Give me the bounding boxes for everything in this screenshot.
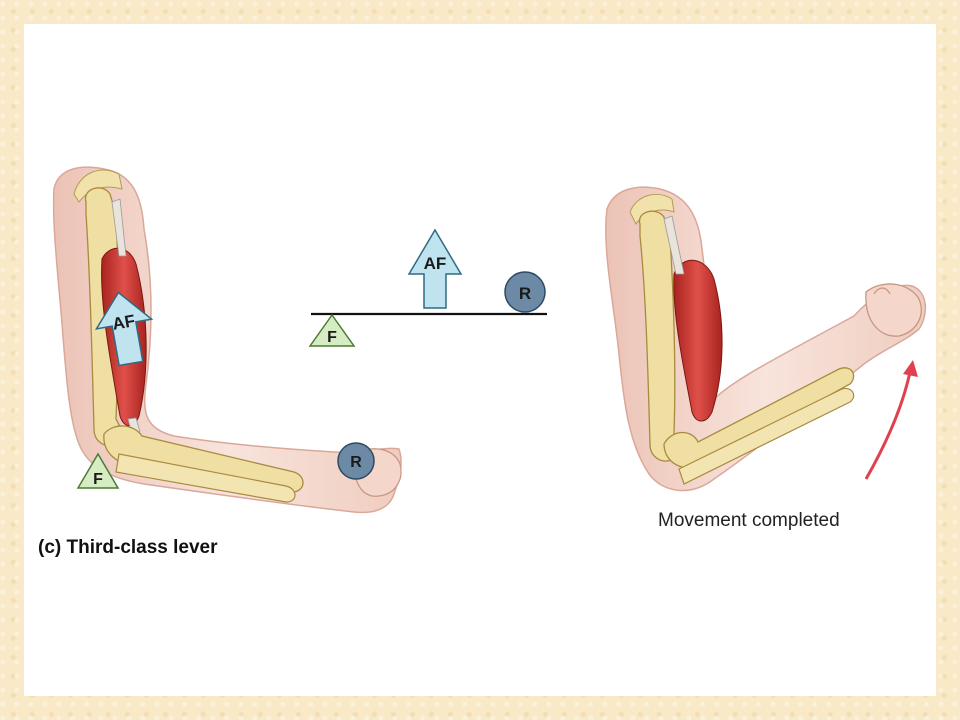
lever-resistance-marker: R — [504, 271, 546, 313]
arm-fulcrum-marker: F — [76, 452, 120, 489]
left-arm-skin — [52, 166, 402, 514]
lever-resistance-label: R — [519, 284, 531, 303]
slide-panel: AF F R AF R — [24, 24, 936, 696]
movement-arrowhead — [903, 360, 918, 377]
movement-arrow — [864, 371, 912, 480]
movement-completed-label: Movement completed — [658, 510, 840, 531]
arm-applied-force-arrow: AF — [94, 291, 154, 367]
lever-fulcrum-label: F — [327, 329, 337, 346]
arm-resistance-label: R — [350, 454, 362, 471]
right-biceps-muscle — [673, 259, 723, 422]
left-arm-illustration: AF F R — [52, 166, 402, 514]
left-forearm-bones — [103, 425, 304, 493]
figure-caption: (c) Third-class lever — [38, 537, 218, 558]
lever-schematic: AF R F — [308, 228, 547, 347]
arm-applied-force-label: AF — [111, 311, 137, 334]
right-arm-illustration — [605, 186, 926, 492]
lever-applied-force-label: AF — [424, 254, 447, 273]
lever-diagram: AF F R AF R — [52, 166, 926, 514]
right-forearm-bones — [663, 367, 855, 469]
lever-fulcrum-marker: F — [308, 313, 356, 347]
lever-applied-force-arrow: AF — [407, 228, 463, 309]
arm-fulcrum-label: F — [93, 471, 103, 488]
arm-resistance-marker: R — [337, 442, 375, 480]
